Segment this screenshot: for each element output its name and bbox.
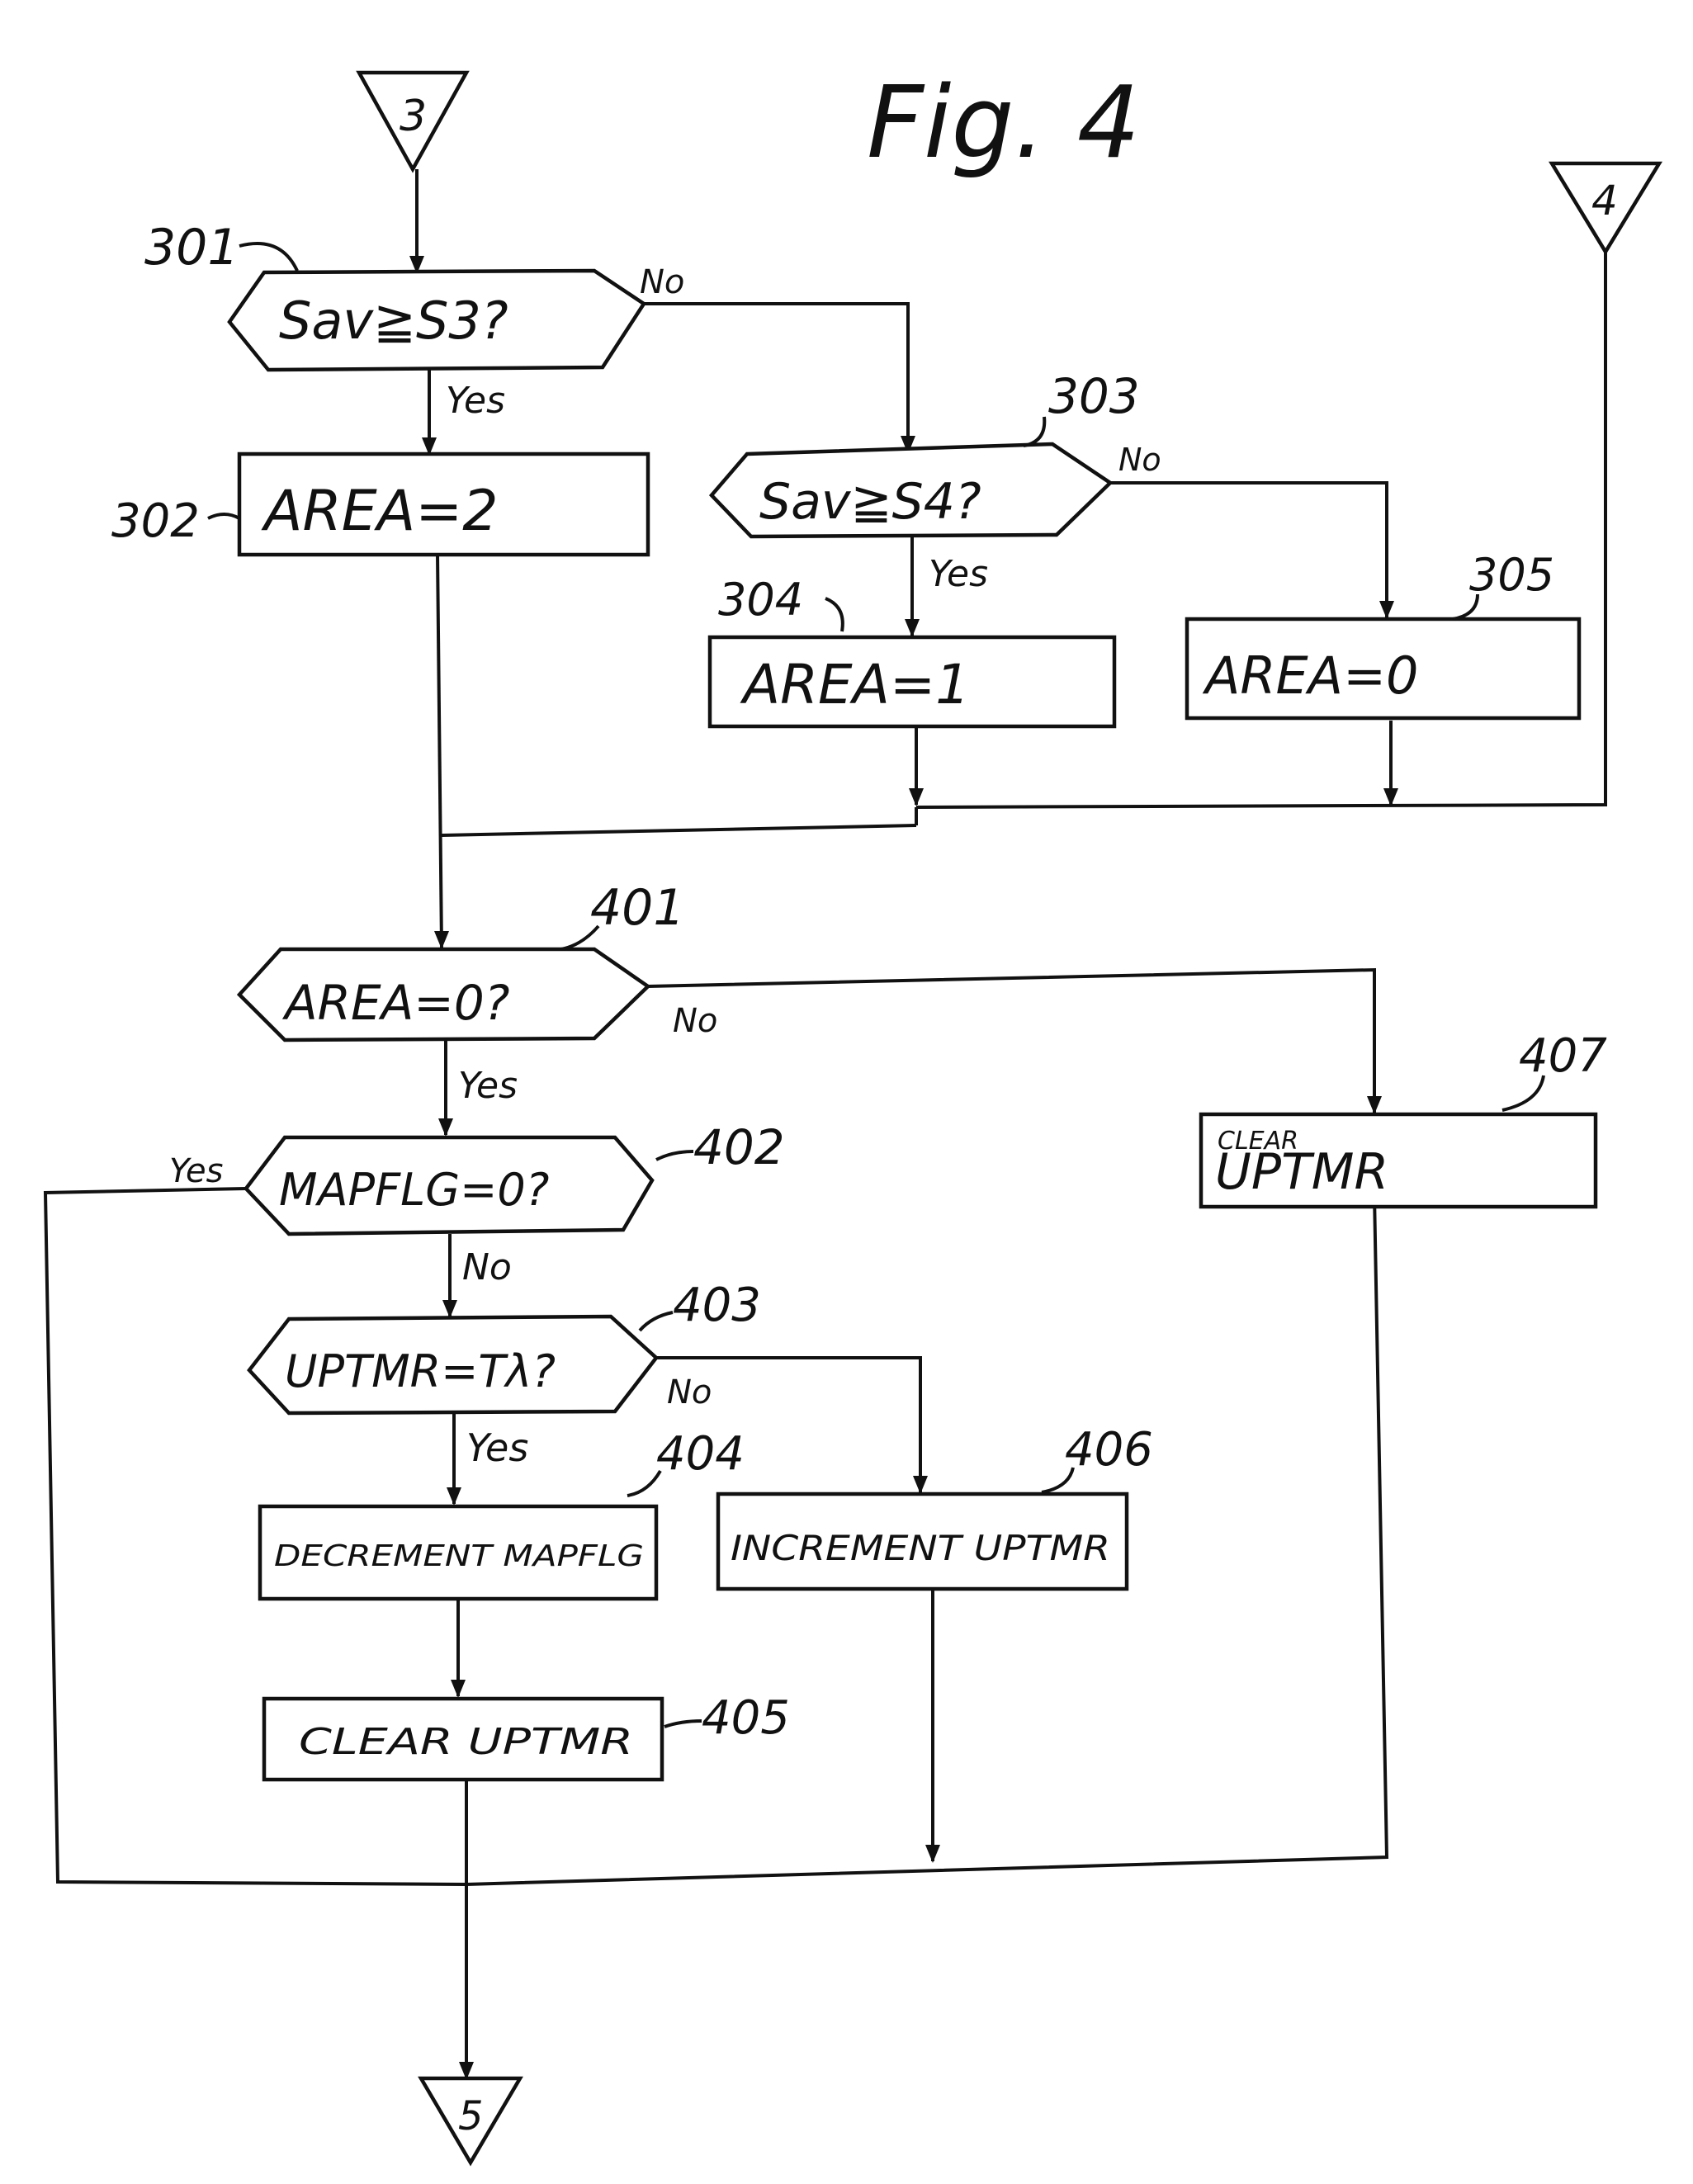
step-302-box: AREA=2 302 [111, 451, 650, 557]
step-303-ref: 303 [1048, 368, 1140, 424]
label-403-yes: Yes [466, 1425, 528, 1470]
step-406-ref: 406 [1065, 1423, 1153, 1477]
step-405-box: CLEAR UPTMR 405 [262, 1691, 790, 1782]
connector-3: 3 [356, 70, 470, 173]
step-401-text: AREA=0? [281, 975, 510, 1031]
step-404-box: DECREMENT MAPFLG 404 [258, 1427, 745, 1601]
step-305-box: AREA=0 305 [1185, 549, 1582, 721]
label-402-yes: Yes [169, 1152, 224, 1190]
step-404-ref: 404 [656, 1427, 745, 1481]
step-304-ref: 304 [718, 574, 803, 626]
step-405-ref: 405 [702, 1691, 790, 1745]
step-304-box: AREA=1 304 [707, 574, 1117, 729]
step-402-text: MAPFLG=0? [279, 1164, 549, 1216]
step-402-ref: 402 [693, 1119, 785, 1175]
step-407-small-text: CLEAR [1218, 1127, 1298, 1156]
step-403-ref: 403 [673, 1279, 761, 1332]
flow-lines [43, 169, 1607, 2080]
step-406-box: INCREMENT UPTMR 406 [716, 1423, 1153, 1591]
branch-labels: Yes No Yes No Yes No Yes No Yes No [169, 263, 1161, 1470]
step-405-text: CLEAR UPTMR [299, 1721, 633, 1763]
step-407-box: CLEAR UPTMR 407 [1199, 1029, 1607, 1209]
step-302-ref: 302 [111, 494, 200, 548]
label-301-yes: Yes [446, 380, 505, 422]
label-303-yes: Yes [929, 553, 988, 595]
step-403-decision: UPTMR=Tλ? 403 [247, 1279, 761, 1416]
figure-title: Fig. 4 [867, 66, 1140, 181]
connector-4: 4 [1549, 161, 1662, 256]
step-407-text: UPTMR [1215, 1143, 1388, 1201]
step-401-ref: 401 [590, 879, 685, 937]
step-407-ref: 407 [1519, 1029, 1607, 1083]
step-305-text: AREA=0 [1202, 645, 1418, 706]
label-403-no: No [667, 1373, 712, 1411]
label-401-yes: Yes [458, 1065, 518, 1107]
step-402-decision: MAPFLG=0? 402 [244, 1119, 785, 1236]
step-404-text: DECREMENT MAPFLG [274, 1539, 644, 1573]
step-304-text: AREA=1 [740, 653, 970, 716]
step-303-decision: Sav≧S4? 303 [708, 368, 1140, 539]
label-402-no: No [462, 1246, 512, 1288]
step-406-text: INCREMENT UPTMR [731, 1528, 1110, 1568]
step-403-text: UPTMR=Tλ? [285, 1345, 556, 1397]
step-303-text: Sav≧S4? [759, 473, 981, 531]
step-302-text: AREA=2 [261, 479, 499, 544]
step-301-decision: Sav≧S3? 301 [144, 219, 647, 372]
step-305-ref: 305 [1469, 549, 1554, 601]
step-301-ref: 301 [144, 219, 239, 277]
label-301-no: No [640, 263, 684, 301]
connector-5: 5 [418, 2076, 523, 2167]
connector-3-label: 3 [400, 92, 427, 141]
connector-4-label: 4 [1591, 177, 1618, 225]
label-303-no: No [1118, 442, 1161, 478]
step-401-decision: AREA=0? 401 [236, 879, 685, 1042]
connector-5-label: 5 [458, 2093, 484, 2139]
label-401-no: No [673, 1002, 717, 1040]
step-301-text: Sav≧S3? [279, 291, 508, 351]
